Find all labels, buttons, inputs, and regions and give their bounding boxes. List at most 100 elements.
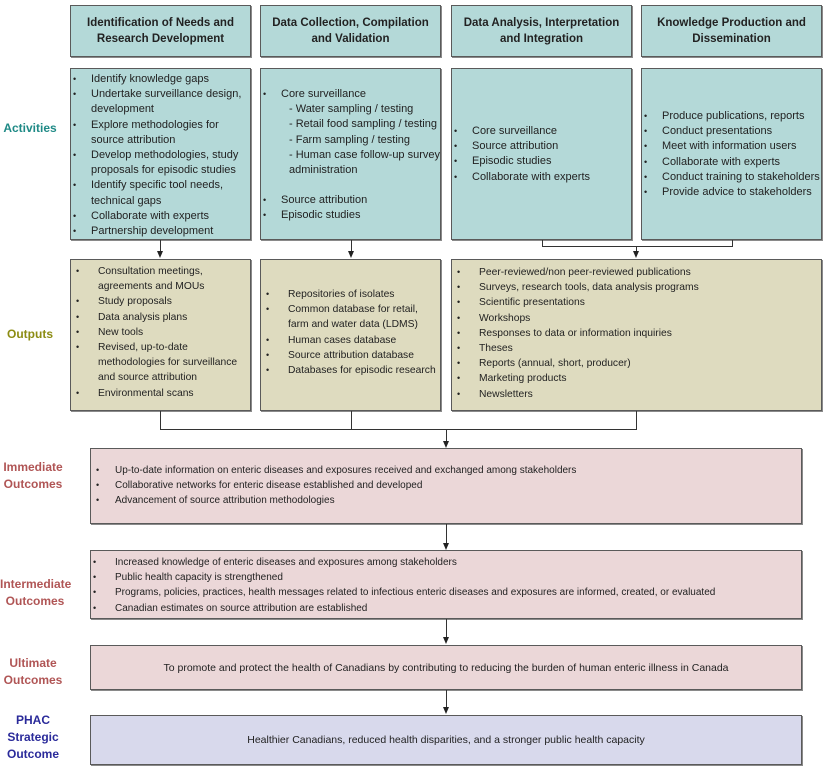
immediate-outcomes-box: Up-to-date information on enteric diseas… [90, 448, 802, 524]
list-item: Partnership development [71, 224, 250, 239]
connector-line [351, 240, 352, 252]
list-item: Episodic studies [452, 154, 631, 169]
activities-box-needs: Identify knowledge gaps Undertake survei… [70, 68, 251, 240]
label-line: Outcomes [5, 594, 65, 608]
outputs-box-analysis-knowledge: Peer-reviewed/non peer-reviewed publicat… [451, 259, 822, 411]
outputs-list: Repositories of isolates Common database… [261, 287, 440, 378]
list-item: Environmental scans [71, 386, 250, 401]
label-line: PHAC [15, 713, 50, 727]
list-item: Peer-reviewed/non peer-reviewed publicat… [452, 265, 821, 280]
list-item: Source attribution [452, 139, 631, 154]
activities-list: Core surveillance Source attribution Epi… [452, 124, 631, 185]
intermediate-outcomes-box: Increased knowledge of enteric diseases … [90, 550, 802, 619]
list-item: Repositories of isolates [261, 287, 440, 302]
arrow-down-icon [443, 637, 449, 644]
list-item: Data analysis plans [71, 310, 250, 325]
list-item: Source attribution database [261, 348, 440, 363]
outputs-list: Consultation meetings, agreements and MO… [71, 264, 250, 401]
connector-line [542, 240, 543, 247]
column-header-collection: Data Collection, Compilation and Validat… [260, 5, 441, 57]
ultimate-outcome-box: To promote and protect the health of Can… [90, 645, 802, 690]
column-header-knowledge: Knowledge Production and Dissemination [641, 5, 822, 57]
list-item: Public health capacity is strengthened [91, 570, 801, 585]
list-item: Up-to-date information on enteric diseas… [91, 463, 801, 478]
connector-line [351, 411, 352, 429]
list-item: Identify knowledge gaps [71, 72, 250, 87]
list-item: Collaborate with experts [452, 170, 631, 185]
column-header-text: Knowledge Production and Dissemination [657, 17, 806, 45]
label-line: Strategic [7, 730, 59, 744]
list-item: Study proposals [71, 294, 250, 309]
connector-line [160, 411, 161, 429]
list-item: Common database for retail, farm and wat… [261, 302, 440, 332]
connector-line [446, 690, 447, 708]
label-line: Outcome [6, 747, 59, 761]
list-item: Scientific presentations [452, 295, 821, 310]
connector-line [636, 411, 637, 429]
list-item: Reports (annual, short, producer) [452, 356, 821, 371]
connector-line [446, 429, 447, 442]
activities-list: Produce publications, reports Conduct pr… [642, 109, 821, 200]
list-item: Source attribution [261, 193, 440, 208]
list-item: Increased knowledge of enteric diseases … [91, 555, 801, 570]
immediate-outcomes-list: Up-to-date information on enteric diseas… [91, 463, 801, 509]
list-item: New tools [71, 325, 250, 340]
list-item: Core surveillance [261, 87, 440, 102]
list-item: Collaborate with experts [642, 155, 821, 170]
column-header-text: Data Analysis, Interpretation and Integr… [463, 17, 620, 45]
outputs-box-needs: Consultation meetings, agreements and MO… [70, 259, 251, 411]
connector-line [160, 240, 161, 252]
list-item: Canadian estimates on source attribution… [91, 601, 801, 616]
strategic-outcome-text: Healthier Canadians, reduced health disp… [247, 734, 645, 746]
list-item: Workshops [452, 311, 821, 326]
strategic-outcome-box: Healthier Canadians, reduced health disp… [90, 715, 802, 765]
arrow-down-icon [443, 543, 449, 550]
row-label-outputs: Outputs [7, 327, 53, 341]
activities-list: Core surveillance - Water sampling / tes… [261, 87, 440, 224]
arrow-down-icon [348, 251, 354, 258]
list-item: Advancement of source attribution method… [91, 493, 801, 508]
row-label-intermediate: Intermediate Outcomes [0, 576, 71, 610]
intermediate-outcomes-list: Increased knowledge of enteric diseases … [91, 555, 801, 616]
row-label-immediate: Immediate Outcomes [0, 459, 66, 493]
column-header-text: Identification of Needs and Research Dev… [87, 17, 234, 45]
list-item: Explore methodologies for source attribu… [71, 118, 250, 148]
list-item: Consultation meetings, agreements and MO… [71, 264, 250, 294]
label-line: Ultimate [9, 656, 57, 670]
activities-box-collection: Core surveillance - Water sampling / tes… [260, 68, 441, 240]
activities-box-knowledge: Produce publications, reports Conduct pr… [641, 68, 822, 240]
column-header-text: Data Collection, Compilation and Validat… [272, 17, 429, 45]
column-header-analysis: Data Analysis, Interpretation and Integr… [451, 5, 632, 57]
connector-line [446, 524, 447, 544]
list-subitem: - Human case follow-up survey administra… [289, 148, 441, 177]
connector-line [542, 246, 733, 247]
list-item: Responses to data or information inquiri… [452, 326, 821, 341]
row-label-strategic: PHAC Strategic Outcome [0, 712, 66, 763]
list-subitem: - Water sampling / testing [289, 103, 414, 116]
list-subitem: - Retail food sampling / testing [289, 118, 437, 131]
list-item: Collaborative networks for enteric disea… [91, 478, 801, 493]
list-item: Human cases database [261, 333, 440, 348]
label-line: Outcomes [3, 673, 63, 687]
list-item: Undertake surveillance design, developme… [71, 87, 250, 117]
list-item: Collaborate with experts [71, 209, 250, 224]
activities-list: Identify knowledge gaps Undertake survei… [71, 72, 250, 239]
list-item: Programs, policies, practices, health me… [91, 585, 801, 600]
arrow-down-icon [633, 251, 639, 258]
list-item: Surveys, research tools, data analysis p… [452, 280, 821, 295]
list-item: Develop methodologies, study proposals f… [71, 148, 250, 178]
arrow-down-icon [443, 441, 449, 448]
list-item: Revised, up-to-date methodologies for su… [71, 340, 250, 386]
list-item: Identify specific tool needs, technical … [71, 178, 250, 208]
list-item: Newsletters [452, 387, 821, 402]
list-item: Provide advice to stakeholders [642, 185, 821, 200]
connector-line [636, 246, 637, 252]
list-item: Core surveillance [452, 124, 631, 139]
column-header-needs: Identification of Needs and Research Dev… [70, 5, 251, 57]
list-item: Conduct presentations [642, 124, 821, 139]
ultimate-outcome-text: To promote and protect the health of Can… [163, 661, 729, 674]
activities-box-analysis: Core surveillance Source attribution Epi… [451, 68, 632, 240]
row-label-ultimate: Ultimate Outcomes [0, 655, 66, 689]
arrow-down-icon [443, 707, 449, 714]
connector-line [732, 240, 733, 247]
